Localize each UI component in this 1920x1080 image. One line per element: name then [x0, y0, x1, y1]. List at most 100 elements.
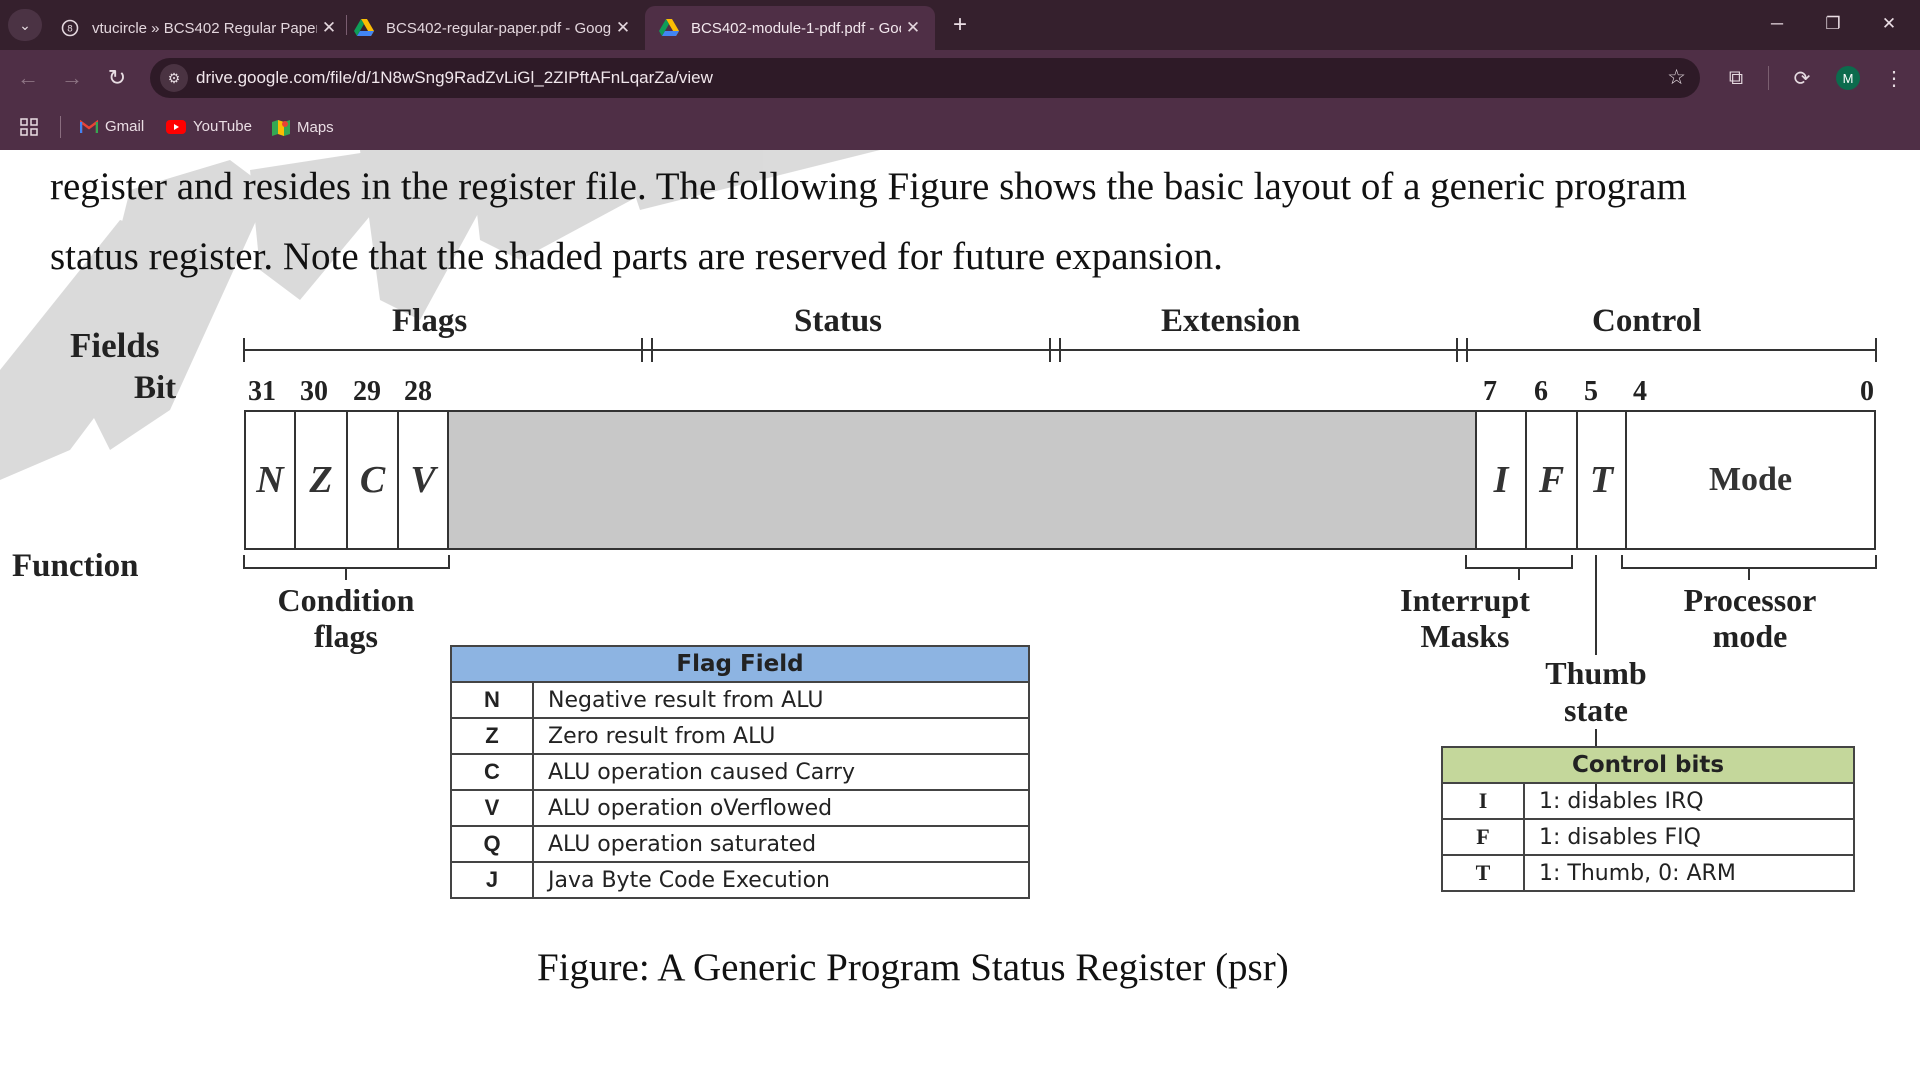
- reload-button[interactable]: ↻: [101, 62, 133, 94]
- psr-register: N Z C V I F T Mode: [244, 410, 1876, 550]
- avatar[interactable]: M: [1836, 66, 1860, 90]
- field-ruler: [243, 338, 1877, 362]
- flag-desc: Java Byte Code Execution: [532, 861, 1030, 899]
- cell-i: I: [1477, 412, 1527, 548]
- flag-desc: Zero result from ALU: [532, 717, 1030, 755]
- close-icon[interactable]: ✕: [615, 18, 631, 37]
- site-info-icon[interactable]: ⚙: [160, 64, 188, 92]
- control-table-header: Control bits: [1441, 746, 1855, 784]
- control-desc: 1: disables FIQ: [1523, 818, 1855, 856]
- bit-number: 5: [1584, 376, 1598, 407]
- tab-search-button[interactable]: ⌄: [8, 9, 42, 41]
- minimize-button[interactable]: ─: [1754, 8, 1800, 40]
- youtube-icon: [166, 119, 186, 134]
- cell-f: F: [1527, 412, 1578, 548]
- bit-number: 28: [404, 376, 432, 407]
- control-desc: 1: Thumb, 0: ARM: [1523, 854, 1855, 892]
- flag-desc: ALU operation oVerflowed: [532, 789, 1030, 827]
- label-line: state: [1564, 692, 1628, 728]
- bit-number: 7: [1483, 376, 1497, 407]
- thumb-state-label: Thumb state: [1506, 655, 1686, 729]
- bit-number: 31: [248, 376, 276, 407]
- label-line: Thumb: [1545, 655, 1647, 691]
- tab-regular-paper[interactable]: BCS402-regular-paper.pdf - Google Drive …: [340, 6, 640, 50]
- toolbar-divider: [1768, 66, 1769, 90]
- reload-icon: ↻: [107, 65, 127, 90]
- tab-title: BCS402-regular-paper.pdf - Google Drive: [386, 19, 611, 37]
- field-label-status: Status: [794, 303, 883, 339]
- processor-mode-label: Processor mode: [1640, 582, 1860, 654]
- restore-button[interactable]: ❐: [1810, 8, 1856, 40]
- label-line: Condition: [277, 582, 415, 618]
- kebab-menu-icon[interactable]: ⋮: [1884, 67, 1904, 90]
- bookmarks-divider: [60, 116, 61, 138]
- minimize-icon: ─: [1770, 14, 1784, 33]
- gmail-icon: [80, 119, 98, 134]
- url-text[interactable]: drive.google.com/file/d/1N8wSng9RadZvLiG…: [196, 68, 713, 87]
- tab-vtucircle[interactable]: 8 vtucircle » BCS402 Regular Paper ✕: [46, 6, 346, 50]
- close-window-button[interactable]: ✕: [1866, 8, 1912, 40]
- flag-desc: ALU operation saturated: [532, 825, 1030, 863]
- bookmark-label: Gmail: [105, 118, 145, 135]
- flag-key: C: [450, 753, 534, 791]
- chevron-down-icon: ⌄: [19, 16, 31, 33]
- vtu-watermark-logo: [0, 150, 880, 480]
- bit-number: 6: [1534, 376, 1548, 407]
- google-drive-icon: [659, 18, 679, 38]
- figure-caption: Figure: A Generic Program Status Registe…: [537, 946, 1289, 989]
- tab-title: vtucircle » BCS402 Regular Paper: [92, 19, 317, 37]
- svg-text:8: 8: [67, 25, 73, 35]
- control-key: I: [1441, 782, 1525, 820]
- new-tab-button[interactable]: +: [944, 10, 976, 40]
- flag-key: V: [450, 789, 534, 827]
- cell-mode: Mode: [1708, 461, 1793, 498]
- flag-key: Q: [450, 825, 534, 863]
- sync-icon[interactable]: ⟳: [1793, 67, 1811, 90]
- interrupt-masks-label: Interrupt Masks: [1370, 582, 1560, 654]
- extensions-icon[interactable]: ⧉: [1728, 66, 1744, 89]
- bookmark-youtube[interactable]: YouTube: [166, 118, 252, 135]
- bit-number: 30: [300, 376, 328, 407]
- flag-key: N: [450, 681, 534, 719]
- bit-row-label: Bit: [134, 370, 177, 406]
- flag-desc: ALU operation caused Carry: [532, 753, 1030, 791]
- bookmark-maps[interactable]: Maps: [272, 118, 334, 136]
- cell-v: V: [399, 412, 449, 548]
- tab-module-1-active[interactable]: BCS402-module-1-pdf.pdf - Google Drive ✕: [645, 6, 935, 50]
- close-icon[interactable]: ✕: [905, 18, 921, 37]
- back-button[interactable]: ←: [12, 62, 44, 94]
- restore-icon: ❐: [1825, 14, 1841, 33]
- bit-number: 0: [1860, 376, 1874, 407]
- bookmark-gmail[interactable]: Gmail: [80, 118, 144, 135]
- arrow-left-icon: ←: [17, 65, 39, 90]
- tab-strip: ⌄ 8 vtucircle » BCS402 Regular Paper ✕ B…: [0, 0, 1920, 50]
- apps-icon[interactable]: [20, 118, 38, 136]
- cell-c: C: [348, 412, 399, 548]
- close-icon[interactable]: ✕: [321, 18, 337, 37]
- forward-button[interactable]: →: [56, 62, 88, 94]
- cell-n: N: [246, 412, 296, 548]
- flag-table-header: Flag Field: [450, 645, 1030, 683]
- flag-key: J: [450, 861, 534, 899]
- close-icon: ✕: [1881, 14, 1897, 33]
- google-drive-icon: [354, 18, 374, 38]
- pdf-viewer-page: register and resides in the register fil…: [0, 150, 1920, 1080]
- bookmark-label: Maps: [297, 118, 334, 136]
- label-line: mode: [1712, 618, 1788, 654]
- address-bar[interactable]: ⚙ drive.google.com/file/d/1N8wSng9RadZvL…: [150, 58, 1700, 98]
- bookmark-star-icon[interactable]: ☆: [1667, 66, 1686, 89]
- flag-key: Z: [450, 717, 534, 755]
- label-line: Masks: [1420, 618, 1510, 654]
- flag-desc: Negative result from ALU: [532, 681, 1030, 719]
- vtucircle-icon: 8: [60, 18, 80, 38]
